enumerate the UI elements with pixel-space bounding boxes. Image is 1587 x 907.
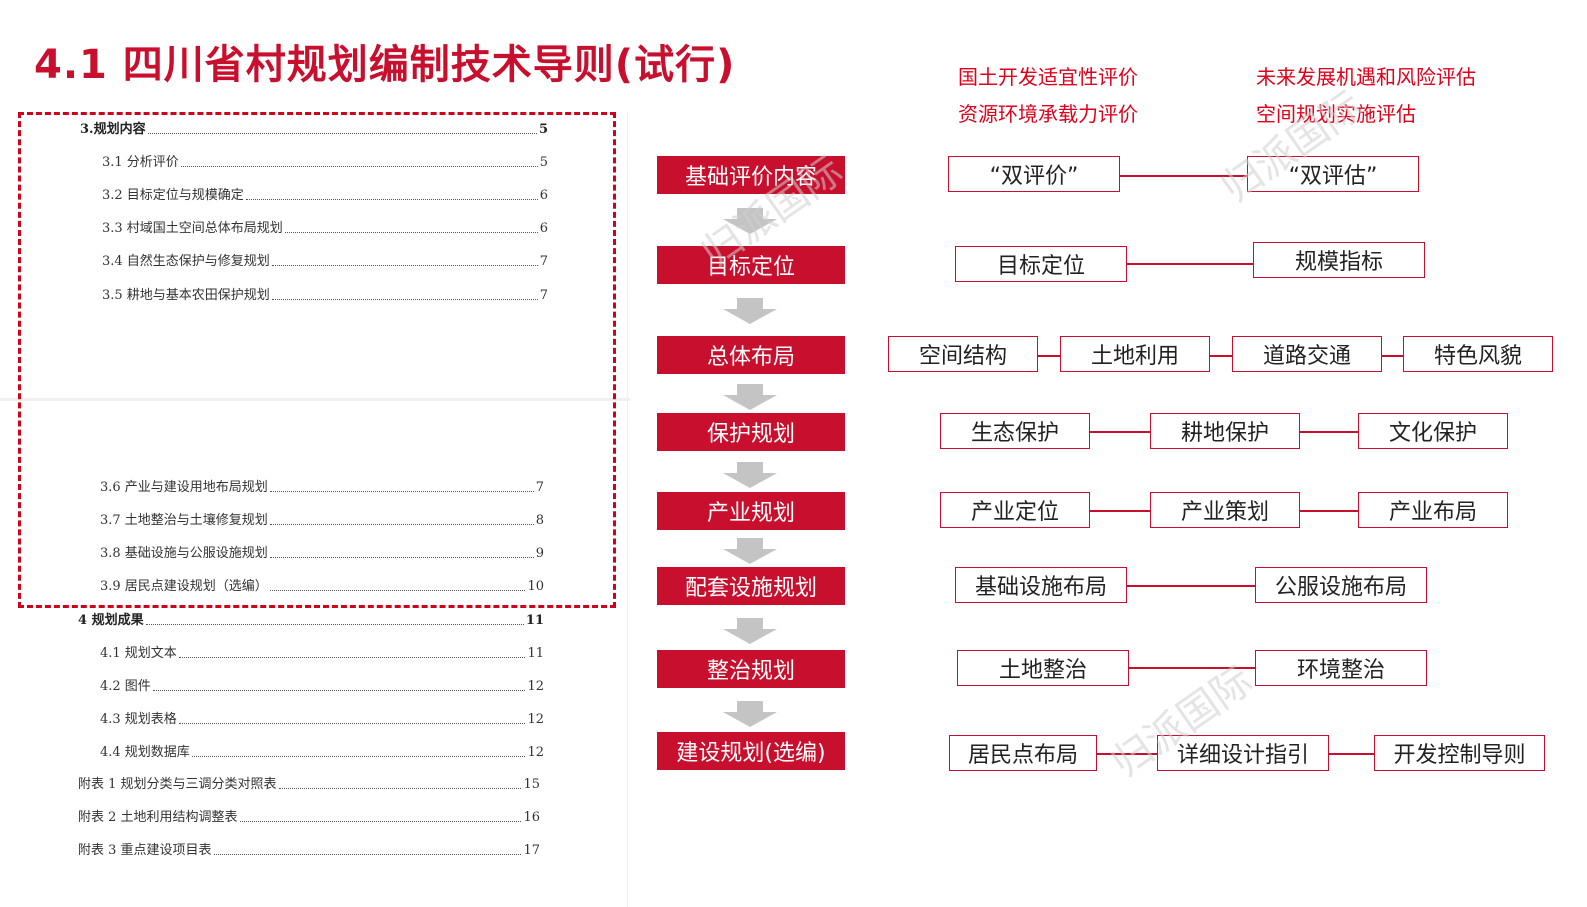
item-box: 详细设计指引 (1157, 735, 1329, 771)
item-box: 环境整治 (1255, 650, 1427, 686)
page-title: 4.1 四川省村规划编制技术导则(试行) (34, 42, 736, 88)
stage-facility-planning: 配套设施规划 (657, 567, 845, 605)
item-box: 开发控制导则 (1374, 735, 1545, 771)
item-box: 规模指标 (1253, 242, 1425, 278)
item-box: 目标定位 (955, 246, 1127, 282)
item-box: “双评估” (1247, 156, 1419, 192)
item-box: 文化保护 (1358, 413, 1508, 449)
page-break-divider (0, 398, 630, 401)
connector-line (1129, 667, 1255, 669)
down-arrow-icon (723, 384, 777, 410)
down-arrow-icon (723, 298, 777, 324)
item-box: 产业定位 (940, 492, 1090, 528)
stage-protection-planning: 保护规划 (657, 413, 845, 451)
item-box: 生态保护 (940, 413, 1090, 449)
item-box: 基础设施布局 (955, 567, 1127, 603)
item-box: 产业策划 (1150, 492, 1300, 528)
stage-overall-layout: 总体布局 (657, 336, 845, 374)
item-box: 公服设施布局 (1255, 567, 1427, 603)
stage-remediation-planning: 整治规划 (657, 650, 845, 688)
watermark: 归派国际 (1213, 82, 1372, 213)
toc-entry: 3.9 居民点建设规划（选编）10 (100, 579, 544, 594)
connector-line (888, 355, 1553, 357)
connector-line (1127, 585, 1255, 587)
down-arrow-icon (723, 701, 777, 727)
item-box: 空间结构 (888, 336, 1038, 372)
item-box: 产业布局 (1358, 492, 1508, 528)
item-box: 土地整治 (957, 650, 1129, 686)
down-arrow-icon (723, 462, 777, 488)
item-box: 特色风貌 (1403, 336, 1553, 372)
stage-target-positioning: 目标定位 (657, 246, 845, 284)
stage-industry-planning: 产业规划 (657, 492, 845, 530)
item-box: 居民点布局 (949, 735, 1097, 771)
item-box: “双评价” (948, 156, 1120, 192)
eval-item: 未来发展机遇和风险评估 (1256, 65, 1476, 89)
highlight-dashed-box (18, 112, 616, 608)
item-box: 耕地保护 (1150, 413, 1300, 449)
eval-item: 国土开发适宜性评价 (958, 65, 1138, 89)
eval-item: 空间规划实施评估 (1256, 102, 1416, 126)
eval-item: 资源环境承载力评价 (958, 102, 1138, 126)
stage-construction-planning: 建设规划(选编) (657, 732, 845, 770)
stage-basic-evaluation: 基础评价内容 (657, 156, 845, 194)
item-box: 道路交通 (1232, 336, 1382, 372)
connector-line (1127, 263, 1253, 265)
down-arrow-icon (723, 538, 777, 564)
item-box: 土地利用 (1060, 336, 1210, 372)
document-edge (627, 112, 628, 907)
connector-line (1120, 175, 1247, 177)
down-arrow-icon (723, 618, 777, 644)
down-arrow-icon (723, 208, 777, 234)
